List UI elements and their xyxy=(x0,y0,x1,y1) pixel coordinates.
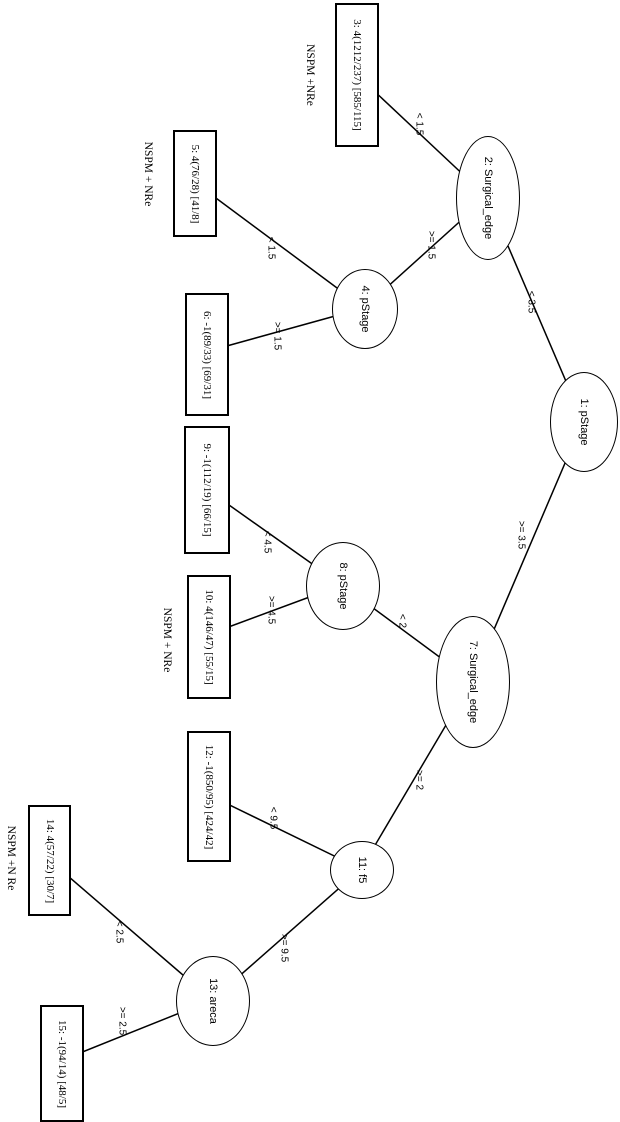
edge-label-11-13-text: >= 9.5 xyxy=(278,933,290,963)
leaf-node-12: 12: -1(850/95) [424/42] xyxy=(187,731,231,862)
leaf-node-15: 15: -1(94/14) [48/5] xyxy=(40,1005,84,1122)
decision-node-13-label: 13: areca xyxy=(207,978,219,1024)
decision-node-11-label: 11: f5 xyxy=(356,856,368,884)
edge-label-13-15-text: >= 2.5 xyxy=(116,1006,128,1036)
leaf-node-15-label: 15: -1(94/14) [48/5] xyxy=(56,1019,68,1108)
leaf-node-9-label: 9: -1(112/19) [66/15] xyxy=(201,443,213,537)
leaf-node-10-label: 10: 4(146/47) [55/15] xyxy=(203,589,215,685)
decision-node-4-label: 4: pStage xyxy=(359,285,371,333)
edge-label-8-10-text: >= 4.5 xyxy=(265,595,277,625)
decision-node-11-f5: 11: f5 xyxy=(330,841,394,899)
edge-label-4-5-text: < 1.5 xyxy=(265,236,277,260)
leaf-node-3-label: 3: 4(1212/237) [585/115] xyxy=(351,19,363,131)
edge-label-2-4-text: >= 1.5 xyxy=(425,230,437,260)
leaf-node-5-label: 5: 4(76/28) [41/8] xyxy=(189,144,201,223)
edge-label-1-7-text: >= 3.5 xyxy=(515,520,527,550)
annotation-leaf-10-text: NSPM + NRe xyxy=(161,607,173,673)
edge-label-13-14-text: < 2.5 xyxy=(113,920,125,944)
decision-node-1-pstage: 1: pStage xyxy=(550,372,618,472)
leaf-node-6-label: 6: -1(89/33) [69/31] xyxy=(201,310,213,399)
edge-label-1-2-text: < 3.5 xyxy=(525,290,537,314)
leaf-node-12-label: 12: -1(850/95) [424/42] xyxy=(203,744,215,849)
edge-line-4-5 xyxy=(192,180,365,309)
leaf-node-9: 9: -1(112/19) [66/15] xyxy=(184,426,230,554)
leaf-node-10: 10: 4(146/47) [55/15] xyxy=(187,575,231,699)
decision-node-1-label: 1: pStage xyxy=(578,398,590,446)
decision-node-2-label: 2: Surgical_edge xyxy=(482,156,494,240)
decision-node-4-pstage: 4: pStage xyxy=(332,269,398,349)
leaf-node-6: 6: -1(89/33) [69/31] xyxy=(185,293,229,416)
edge-label-7-11-text: >= 2 xyxy=(413,769,425,791)
annotation-leaf-14-text: NSPM +N Re xyxy=(5,825,17,891)
decision-node-7-label: 7: Surgical_edge xyxy=(467,640,479,724)
decision-node-8-pstage: 8: pStage xyxy=(306,542,380,630)
leaf-node-14-label: 14: 4(57/22) [30/7] xyxy=(43,818,56,903)
edge-label-2-3-text: < 1.5 xyxy=(413,112,425,136)
leaf-node-5: 5: 4(76/28) [41/8] xyxy=(173,130,217,237)
edge-label-11-12-text: < 9.5 xyxy=(267,806,279,830)
leaf-node-3: 3: 4(1212/237) [585/115] xyxy=(335,3,379,147)
decision-node-13-areca: 13: areca xyxy=(176,956,250,1046)
leaf-node-14: 14: 4(57/22) [30/7] xyxy=(28,805,71,916)
decision-node-2-surgical-edge: 2: Surgical_edge xyxy=(456,136,520,260)
annotation-leaf-3-text: NSPM +NRe xyxy=(304,44,316,106)
decision-node-8-label: 8: pStage xyxy=(337,562,349,610)
edge-label-7-8-text: < 2 xyxy=(396,613,408,629)
edge-label-8-9-text: < 4.5 xyxy=(261,530,273,554)
edge-label-4-6-text: >= 1.5 xyxy=(271,321,283,351)
annotation-leaf-5-text: NSPM + NRe xyxy=(142,141,154,207)
decision-node-7-surgical-edge: 7: Surgical_edge xyxy=(436,616,510,748)
